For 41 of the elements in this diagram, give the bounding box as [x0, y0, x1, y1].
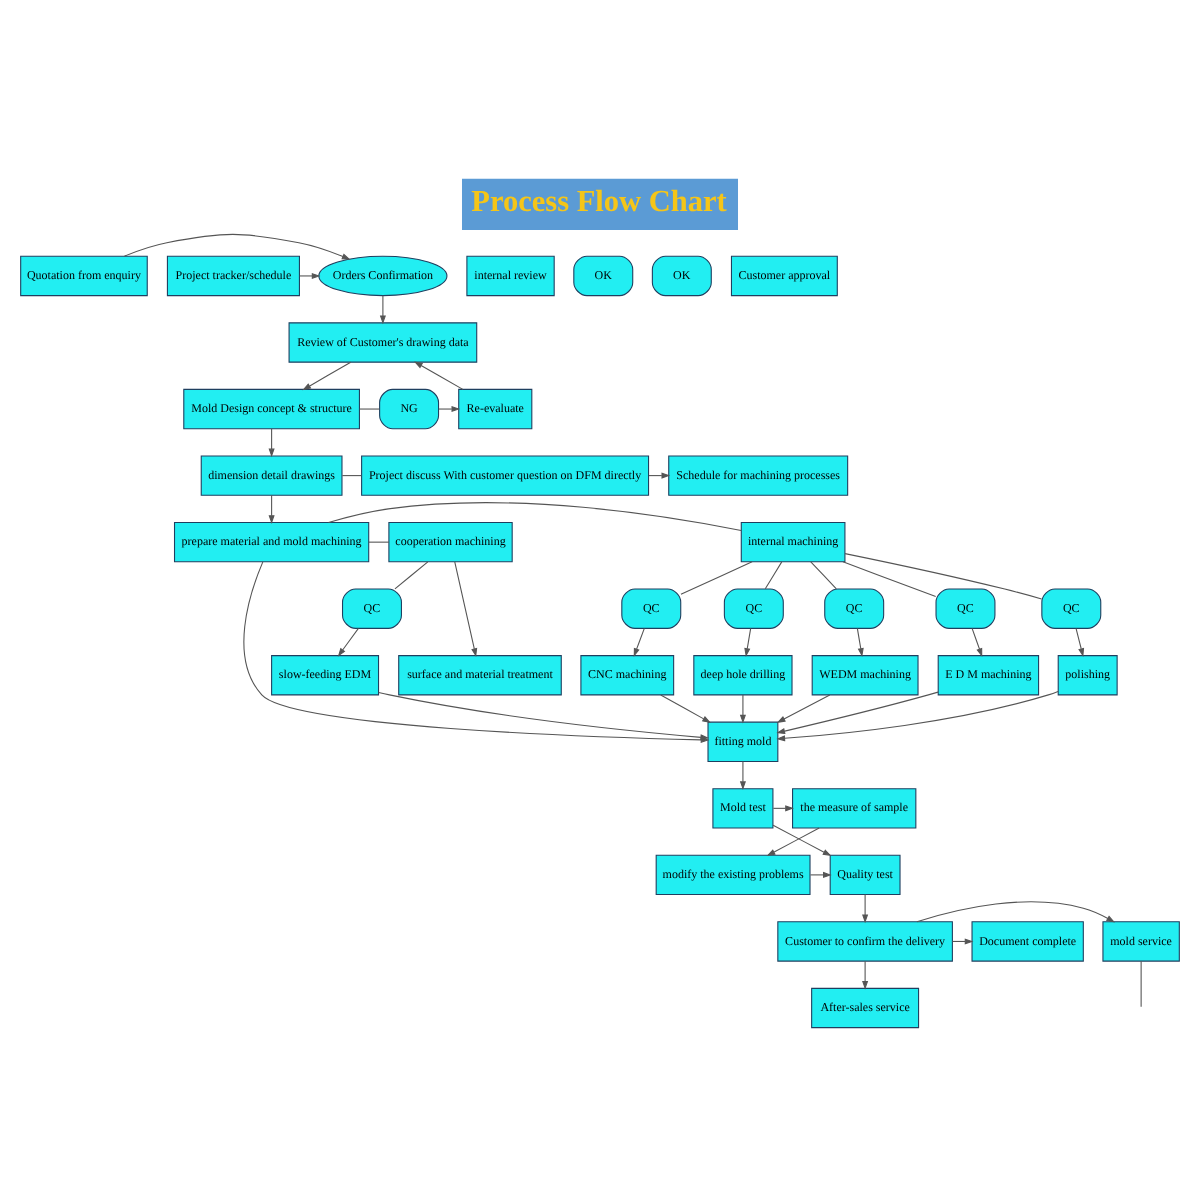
connector [341, 474, 362, 476]
connector [1140, 959, 1142, 1007]
arrow [660, 693, 711, 722]
arrow [856, 626, 864, 656]
arrow [776, 693, 831, 722]
arrow [862, 893, 869, 923]
arrow [123, 232, 351, 259]
arrow [633, 626, 645, 656]
arrow [916, 900, 1116, 922]
arrow [739, 759, 746, 790]
arrow [776, 690, 939, 734]
connector [844, 552, 1043, 599]
arrow [739, 693, 746, 723]
arrow [951, 937, 974, 944]
arrow [862, 959, 869, 989]
arrow [1075, 626, 1085, 656]
arrow [413, 360, 464, 389]
arrow [772, 804, 794, 811]
connector [394, 560, 429, 589]
arrow [299, 271, 321, 278]
connector [680, 560, 753, 594]
arrow [438, 405, 461, 412]
arrow [302, 360, 352, 390]
connector [368, 540, 390, 542]
arrow [268, 493, 275, 523]
arrow [268, 427, 275, 457]
connector [764, 560, 783, 589]
diagram-title: Process Flow Chart [471, 184, 727, 219]
arrow [744, 626, 752, 656]
connector [842, 560, 937, 597]
arrow [337, 626, 359, 656]
arrow [809, 870, 832, 877]
arrow [766, 826, 820, 855]
connector [359, 407, 380, 409]
arrow [776, 689, 1059, 741]
arrow [971, 626, 983, 656]
connector [810, 560, 837, 589]
arrow [454, 560, 478, 657]
arrow [379, 294, 386, 324]
arrow [772, 823, 832, 856]
connector [328, 501, 742, 531]
